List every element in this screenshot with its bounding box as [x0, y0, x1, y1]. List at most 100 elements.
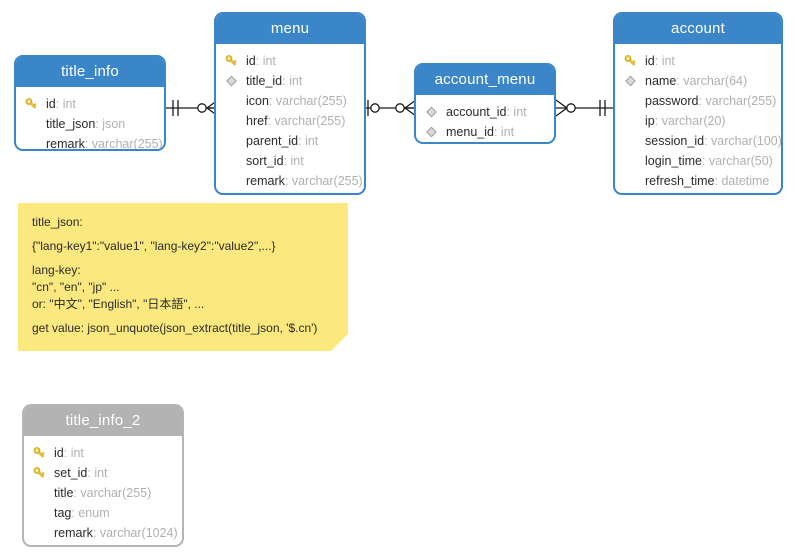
- field-row[interactable]: title: varchar(255): [24, 483, 182, 503]
- entity-account[interactable]: account id: int name: varchar(64) passwo…: [613, 12, 783, 195]
- field-type: : int: [87, 466, 108, 480]
- field-row[interactable]: id: int: [24, 443, 182, 463]
- field-row[interactable]: remark: varchar(255): [216, 171, 364, 191]
- field-row[interactable]: refresh_time: datetime: [615, 171, 781, 191]
- field-row[interactable]: session_id: varchar(100): [615, 131, 781, 151]
- entity-title_info-fields: id: int title_json: json remark: varchar…: [16, 87, 164, 151]
- field-type: : varchar(64): [676, 74, 748, 88]
- field-type: : varchar(255): [267, 114, 346, 128]
- field-row[interactable]: remark: varchar(255): [16, 134, 164, 151]
- foreign-key-diamond-icon: [424, 125, 439, 140]
- field-type: : datetime: [714, 174, 770, 188]
- field-row[interactable]: parent_id: int: [216, 131, 364, 151]
- field-type: : int: [63, 446, 84, 460]
- field-row[interactable]: id: int: [216, 51, 364, 71]
- note-line: "cn", "en", "jp" ...: [32, 280, 120, 294]
- field-name: sort_id: [246, 154, 284, 168]
- entity-account-fields: id: int name: varchar(64) password: varc…: [615, 44, 781, 193]
- field-name: account_id: [446, 105, 507, 119]
- field-type: : varchar(100): [704, 134, 782, 148]
- field-type: : int: [654, 54, 675, 68]
- field-row[interactable]: icon: varchar(255): [216, 91, 364, 111]
- entity-menu[interactable]: menu id: int title_id: int icon: varchar…: [214, 12, 366, 195]
- field-type: : varchar(50): [701, 154, 773, 168]
- field-name: id: [46, 97, 56, 111]
- note-line: lang-key:: [32, 263, 81, 277]
- field-type: : varchar(255): [73, 486, 152, 500]
- field-name: icon: [246, 94, 269, 108]
- field-name: password: [645, 94, 699, 108]
- field-row[interactable]: tag: enum: [24, 503, 182, 523]
- field-type: : int: [255, 54, 276, 68]
- field-name: login_time: [645, 154, 702, 168]
- relationship-account_menu-account[interactable]: [555, 95, 614, 121]
- field-type: : int: [283, 154, 304, 168]
- field-name: remark: [54, 526, 93, 540]
- note-line: get value: json_unquote(json_extract(tit…: [32, 321, 318, 335]
- field-type: : varchar(255): [268, 94, 347, 108]
- field-row[interactable]: remark: varchar(1024): [24, 523, 182, 543]
- field-type: : varchar(255): [84, 137, 163, 151]
- foreign-key-diamond-icon: [224, 74, 239, 89]
- field-row[interactable]: set_id: int: [24, 463, 182, 483]
- entity-menu-header: menu: [216, 14, 364, 44]
- field-row[interactable]: ip: varchar(20): [615, 111, 781, 131]
- primary-key-icon: [24, 97, 39, 112]
- field-name: title: [54, 486, 74, 500]
- field-name: title_json: [46, 117, 96, 131]
- primary-key-icon: [32, 446, 47, 461]
- note-fold-corner-icon: [331, 334, 348, 351]
- field-name: href: [246, 114, 268, 128]
- field-row[interactable]: menu_id: int: [416, 122, 554, 142]
- entity-title_info[interactable]: title_info id: int title_json: json rema…: [14, 55, 166, 151]
- foreign-key-diamond-icon: [424, 105, 439, 120]
- field-row[interactable]: name: varchar(64): [615, 71, 781, 91]
- entity-title_info_2-header: title_info_2: [24, 406, 182, 436]
- field-row[interactable]: id: int: [16, 94, 164, 114]
- field-name: remark: [246, 174, 285, 188]
- entity-account-header: account: [615, 14, 781, 44]
- entity-title_info_2-fields: id: int set_id: int title: varchar(255) …: [24, 436, 182, 545]
- field-name: title_id: [246, 74, 283, 88]
- relationship-title_info-menu[interactable]: [166, 95, 219, 121]
- primary-key-icon: [224, 54, 239, 69]
- note-line: or: "中文", "English", "日本語", ...: [32, 297, 205, 311]
- primary-key-icon: [623, 54, 638, 69]
- field-row[interactable]: password: varchar(255): [615, 91, 781, 111]
- field-row[interactable]: login_time: varchar(50): [615, 151, 781, 171]
- entity-account_menu[interactable]: account_menu account_id: int menu_id: in…: [414, 63, 556, 144]
- field-name: set_id: [54, 466, 88, 480]
- note-line: title_json:: [32, 215, 83, 229]
- field-type: : int: [298, 134, 319, 148]
- note-line: {"lang-key1":"value1", "lang-key2":"valu…: [32, 239, 276, 253]
- field-name: name: [645, 74, 677, 88]
- relationship-menu-account_menu[interactable]: [366, 95, 417, 121]
- field-row[interactable]: account_id: int: [416, 102, 554, 122]
- primary-key-icon: [32, 466, 47, 481]
- field-type: : json: [95, 117, 126, 131]
- field-name: id: [54, 446, 64, 460]
- field-name: ip: [645, 114, 655, 128]
- foreign-key-diamond-icon: [623, 74, 638, 89]
- field-name: menu_id: [446, 125, 494, 139]
- entity-account_menu-fields: account_id: int menu_id: int: [416, 95, 554, 142]
- field-type: : varchar(255): [284, 174, 363, 188]
- field-type: : int: [55, 97, 76, 111]
- field-type: : int: [282, 74, 303, 88]
- field-type: : int: [506, 105, 527, 119]
- entity-title_info_2[interactable]: title_info_2 id: int set_id: int title: …: [22, 404, 184, 547]
- entity-title_info-header: title_info: [16, 57, 164, 87]
- field-row[interactable]: title_id: int: [216, 71, 364, 91]
- field-name: tag: [54, 506, 72, 520]
- field-name: session_id: [645, 134, 705, 148]
- field-row[interactable]: href: varchar(255): [216, 111, 364, 131]
- field-type: : enum: [71, 506, 110, 520]
- field-type: : varchar(20): [654, 114, 726, 128]
- field-row[interactable]: title_json: json: [16, 114, 164, 134]
- field-row[interactable]: id: int: [615, 51, 781, 71]
- field-row[interactable]: sort_id: int: [216, 151, 364, 171]
- title-json-note[interactable]: title_json: {"lang-key1":"value1", "lang…: [18, 203, 348, 351]
- field-name: parent_id: [246, 134, 299, 148]
- field-name: remark: [46, 137, 85, 151]
